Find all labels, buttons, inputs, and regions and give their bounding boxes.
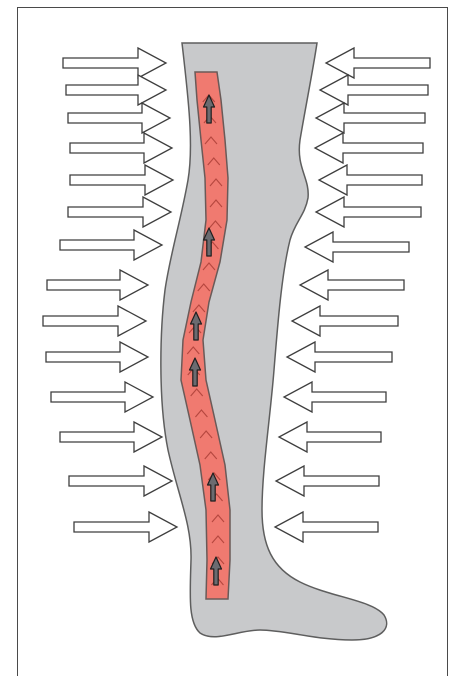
compression-diagram xyxy=(0,0,464,676)
